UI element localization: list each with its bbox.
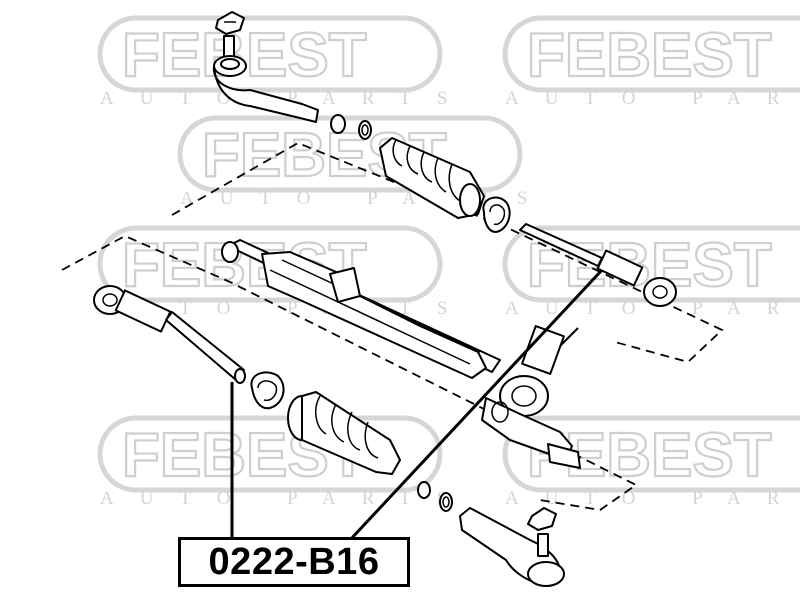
lower-boot (287, 391, 401, 475)
watermark-tagline: AUTO PARTS (505, 488, 800, 509)
upper-inner-tie-rod (519, 223, 677, 307)
upper-rings (330, 114, 372, 140)
lower-tie-rod-end (459, 507, 565, 587)
leader-line-upper-rod (348, 268, 604, 542)
watermark-logo: FEBEST AUTO PARTS (97, 15, 447, 109)
watermark-brand: FEBEST (527, 21, 772, 90)
upper-dashed-outline (171, 142, 724, 364)
part-number-text: 0222-B16 (208, 540, 380, 583)
watermark-group: FEBEST AUTO PARTS FEBEST AUTO PARTS FEBE… (97, 15, 800, 509)
lower-inner-tie-rod (93, 285, 246, 384)
upper-boot (379, 137, 485, 219)
watermark-brand: FEBEST (122, 21, 367, 90)
watermark-logo: FEBEST AUTO PARTS (502, 15, 800, 109)
rack-housing (221, 239, 501, 379)
lower-clamp-ring (250, 371, 285, 410)
part-number-label: 0222-B16 (178, 537, 410, 587)
lower-rings (417, 481, 453, 512)
watermark-logo: FEBEST AUTO PARTS (97, 415, 473, 509)
watermark-tagline: AUTO PARTS (505, 88, 800, 109)
assembly-outlines (61, 142, 724, 511)
lower-dashed-outline (61, 234, 638, 511)
leader-lines (230, 268, 604, 542)
pinion-housing (481, 325, 581, 469)
upper-clamp-ring (482, 196, 511, 233)
watermark-tagline: AUTO PARTS (100, 488, 473, 509)
upper-tie-rod-end (212, 11, 319, 123)
watermark-tagline: AUTO PARTS (505, 298, 800, 319)
